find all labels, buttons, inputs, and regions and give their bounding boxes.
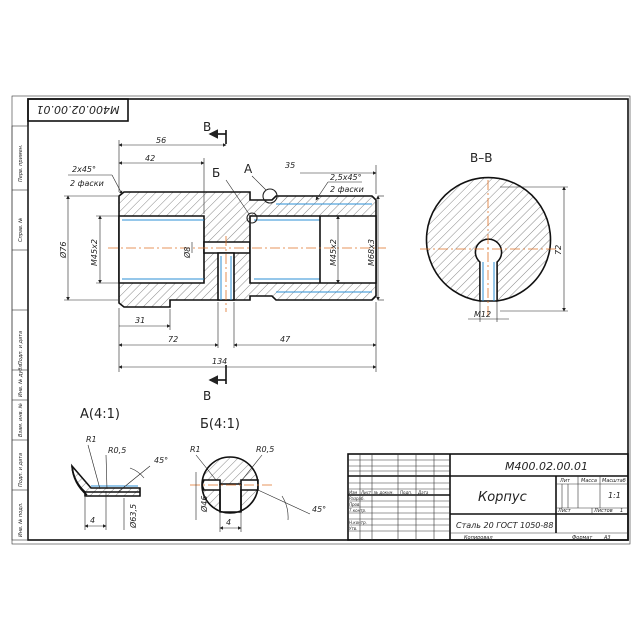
tb-row-label-4: Дата [417,490,429,495]
tb-name: Корпус [478,490,527,505]
chamfer-right: 2,5х45° [330,173,362,182]
left-bore [118,215,205,284]
detail-a-title: А(4:1) [80,407,120,422]
tb-people-4: Н.контр. [349,520,367,525]
right-bore [249,215,377,284]
stamp-box: М400.02.00.01 [27,98,129,122]
tb-people-1: Пров. [349,502,361,507]
tb-copied: Копировал [464,535,493,541]
chamfer-left-note: 2 фаски [70,179,104,188]
tb-scale-value: 1:1 [608,491,621,500]
inner-frame [27,98,629,541]
side-label-4: Взам. инв. № [18,403,24,437]
tb-row-label-3: Подп. [400,490,412,495]
detail-a: А(4:1) 4 Ø63,5 R1 R0,5 45° [70,407,168,530]
dim-d8: Ø8 [182,247,192,259]
dim-35: 35 [285,161,295,170]
detail-b-label: Б [212,166,220,180]
dim-47: 47 [280,335,291,344]
section-hole [474,238,503,302]
tb-people-5: Утв. [349,526,357,531]
detail-b: Б(4:1) Ø46 4 R1 R0,5 45° [190,417,326,532]
section-letter-top: В [203,120,211,134]
side-strip: Перв. примен. Справ. № Подп. и дата Инв.… [11,125,29,541]
tb-format-value: А3 [603,535,611,541]
side-label-5: Подп. и дата [18,453,24,487]
tb-sheets-value: 1 [620,508,623,514]
stamp-code: М400.02.00.01 [37,103,120,116]
detail-b-angle: 45° [312,505,326,514]
title-block: М400.02.00.01 Корпус Сталь 20 ГОСТ 1050-… [347,453,629,541]
tb-sheets-label: Листов [593,508,613,514]
chamfer-right-note: 2 фаски [330,185,364,194]
tb-col-lit: Лит [559,478,571,484]
detail-b-width: 4 [226,518,231,527]
dim-72: 72 [168,335,178,344]
chamfer-left: 2х45° [72,165,96,174]
tb-people-2: Т.контр. [349,508,366,513]
detail-b-r1: R1 [190,445,201,454]
detail-a-dia: Ø63,5 [128,504,138,529]
dim-56: 56 [156,136,166,145]
detail-b-title: Б(4:1) [200,417,240,432]
tb-sheet-label: Лист [557,508,572,514]
side-label-0: Перв. примен. [18,144,24,182]
tb-col-scale: Масштаб [602,478,626,484]
detail-b-dia: Ø46 [199,496,209,513]
tb-material: Сталь 20 ГОСТ 1050-88 [456,521,553,530]
section-dim-m12: М12 [474,310,491,319]
tb-format: Формат [572,535,593,541]
side-label-1: Справ. № [18,218,24,242]
tb-people-0: Разраб. [349,496,365,501]
dim-31: 31 [135,316,145,325]
section-title: В–В [470,151,492,165]
side-label-6: Инв. № подл. [18,503,24,538]
detail-a-label: А [244,162,253,176]
section-view: В–В 72 М12 [420,151,568,322]
detail-a-r05: R0,5 [108,446,126,455]
dim-42: 42 [145,154,155,163]
main-view: В В А Б 56 42 35 2х45° 2 фаски 2,5х45° 2… [58,120,386,403]
dim-m68: М68х3 [367,239,376,266]
tb-code: М400.02.00.01 [505,460,588,473]
detail-a-r1: R1 [86,435,97,444]
tb-row-label-1: Лист [360,490,372,495]
detail-b-r05: R0,5 [256,445,274,454]
side-label-2: Подп. и дата [18,331,24,365]
detail-a-width: 4 [90,516,95,525]
tb-col-mass: Масса [581,478,597,484]
section-letter-bottom: В [203,389,211,403]
dim-m45-right: М45х2 [329,239,338,266]
dim-134: 134 [212,357,227,366]
detail-a-angle: 45° [154,456,168,465]
dim-m45-left: М45х2 [90,239,99,266]
side-label-3: Инв. № дубл. [18,363,24,397]
tb-row-label-2: № докум. [373,490,394,495]
section-dim-72: 72 [554,245,563,255]
dim-d76: Ø76 [58,242,68,259]
center-passage [203,241,251,254]
tb-row-label-0: Изм [349,490,357,495]
